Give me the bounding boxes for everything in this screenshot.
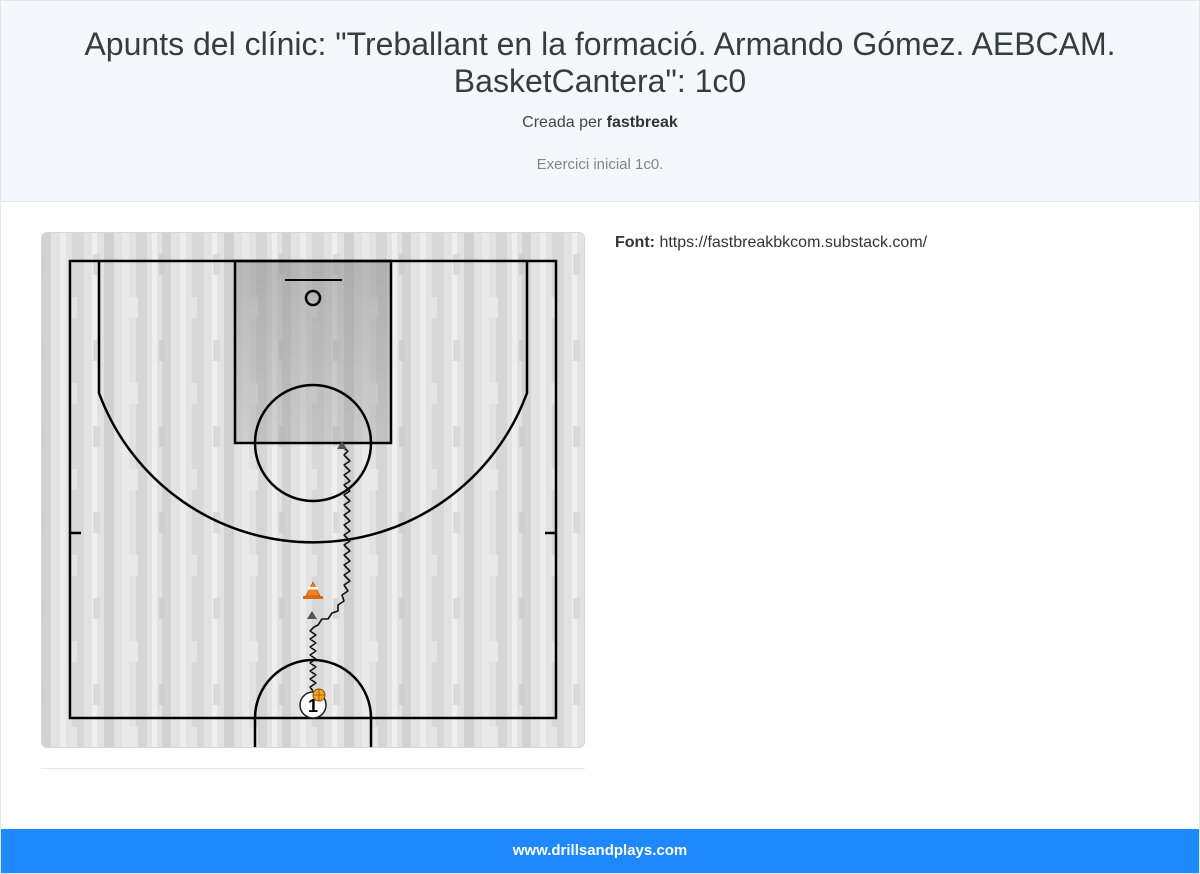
source-url[interactable]: https://fastbreakbkcom.substack.com/ [659, 234, 928, 251]
center-circle-sides [253, 718, 373, 747]
player-number: 1 [308, 696, 318, 716]
source-line: Font: https://fastbreakbkcom.substack.co… [615, 234, 927, 252]
source-label: Font: [615, 234, 655, 251]
page-title: Apunts del clínic: "Treballant en la for… [84, 26, 1116, 99]
author-line: Creada per fastbreak [1, 114, 1199, 132]
created-by-label: Creada per [522, 114, 603, 131]
arrow-head-icon [307, 611, 317, 619]
paint-area [235, 261, 391, 443]
page-header: Apunts del clínic: "Treballant en la for… [1, 1, 1199, 202]
drill-description: Exercici inicial 1c0. [536, 156, 664, 173]
arrow-head-icon [337, 441, 347, 449]
footer-site-link[interactable]: www.drillsandplays.com [512, 842, 688, 859]
traffic-cone-icon [303, 581, 323, 599]
court-svg: 1 [42, 233, 584, 747]
basketball-icon [312, 688, 326, 702]
key-lines [233, 259, 393, 445]
site-footer: www.drillsandplays.com [1, 829, 1199, 873]
court-diagram: 1 [41, 232, 585, 748]
three-point-line [97, 261, 529, 544]
card-divider [41, 768, 585, 769]
author-link[interactable]: fastbreak [606, 114, 678, 131]
dribble-path [309, 446, 351, 692]
hoop [304, 289, 322, 307]
free-throw-circle [253, 383, 373, 503]
